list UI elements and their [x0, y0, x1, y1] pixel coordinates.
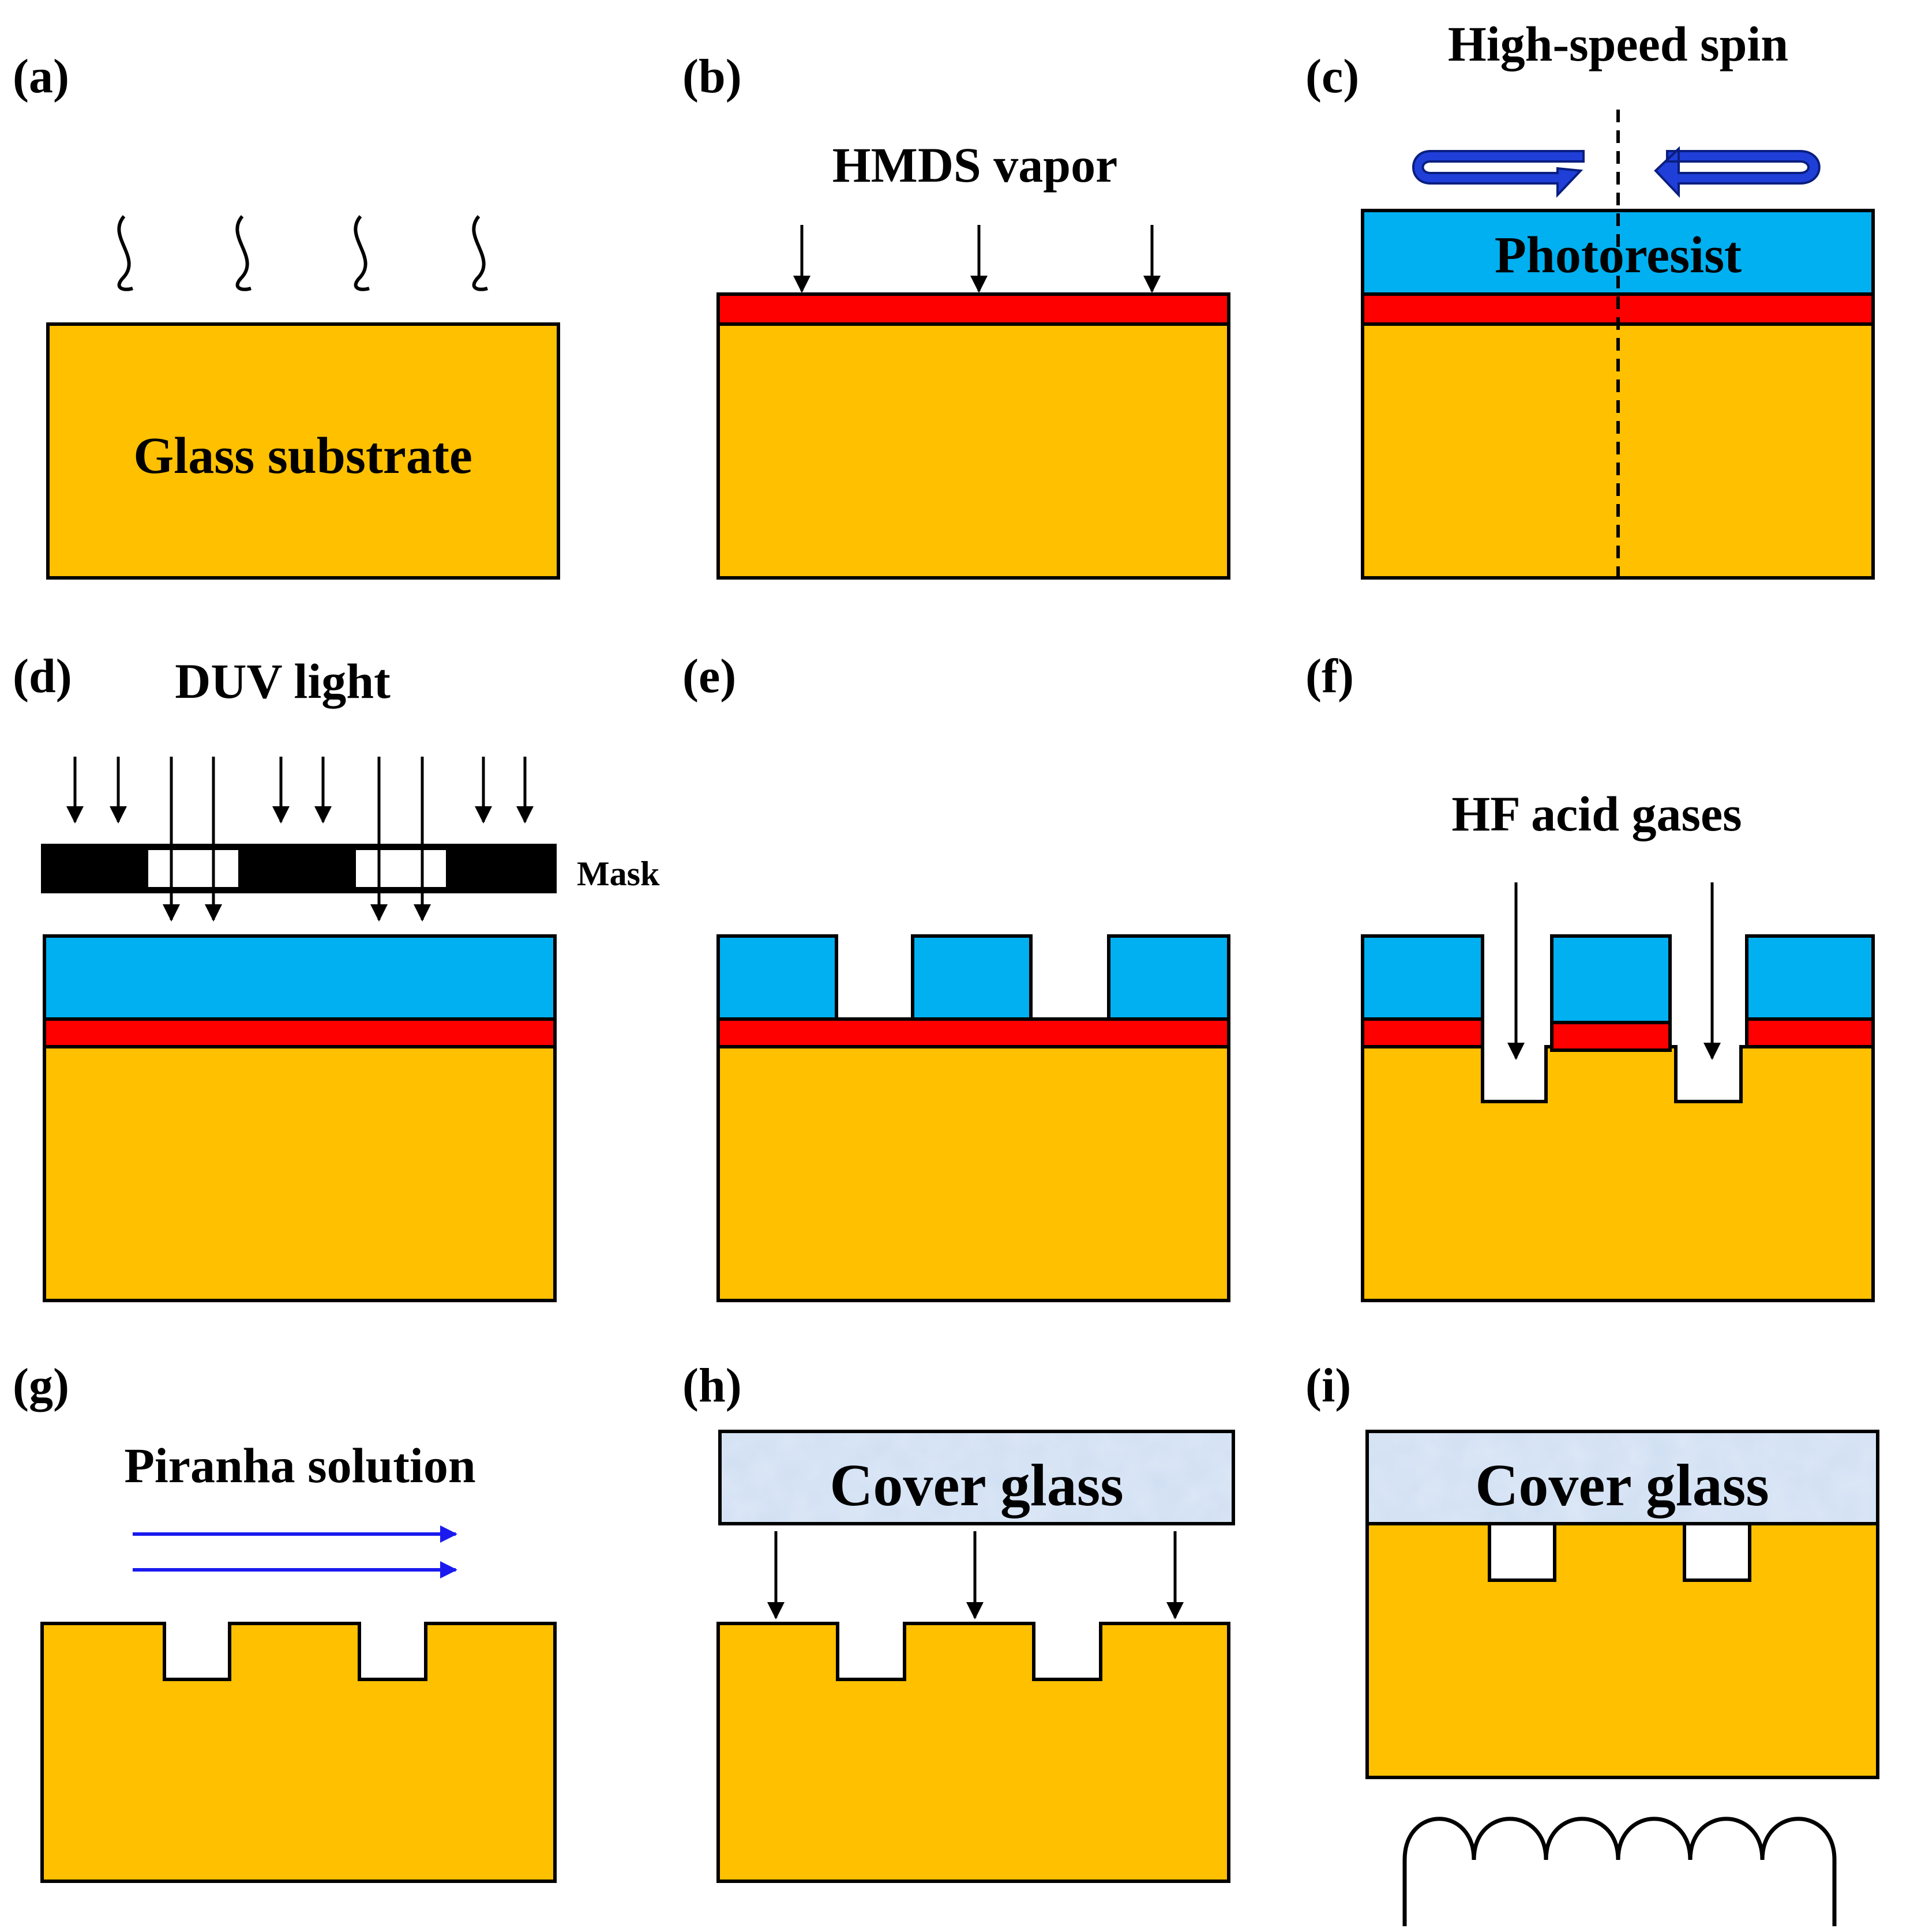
down-arrow-icon [66, 757, 534, 824]
panel-a: (a) Glass substrate [13, 50, 560, 580]
cover-glass [718, 1430, 1235, 1525]
glass-substrate [43, 1045, 557, 1302]
hmds-vapor-caption: HMDS vapor [832, 137, 1118, 193]
down-arrow-icon [163, 757, 431, 922]
glass-substrate [716, 322, 1230, 580]
mask-opening [354, 848, 448, 889]
photoresist-block [1107, 934, 1230, 1021]
photoresist-block [1361, 934, 1484, 1021]
panel-a-letter: (a) [13, 50, 69, 103]
panel-i-letter: (i) [1305, 1359, 1351, 1412]
spin-arrow-icon [1412, 146, 1821, 198]
glass-substrate [716, 1045, 1230, 1302]
glass-substrate-label: Glass substrate [133, 427, 472, 484]
panel-g-letter: (g) [13, 1359, 69, 1412]
down-arrow-icon [793, 225, 1161, 293]
hmds-layer [716, 292, 1230, 326]
panel-d-letter: (d) [13, 649, 72, 703]
heater-coil-icon [1402, 1817, 1837, 1926]
piranha-solution-caption: Piranha solution [124, 1438, 475, 1493]
down-arrow-icon [767, 1531, 1184, 1619]
down-arrow-icon [1507, 882, 1721, 1060]
panel-d: (d) DUV light Mask [13, 649, 660, 1302]
glass-substrate [1361, 1045, 1875, 1302]
cover-glass-label: Cover glass [1475, 1452, 1769, 1518]
high-speed-spin-caption: High-speed spin [1448, 16, 1788, 72]
hmds-layer [716, 1017, 1230, 1048]
photoresist-layer [43, 934, 557, 1021]
panel-f-letter: (f) [1305, 649, 1354, 703]
hmds-layer [43, 1017, 557, 1048]
wavy-heat-line-icon [117, 215, 488, 291]
hf-acid-gases-caption: HF acid gases [1451, 786, 1742, 841]
mask [41, 844, 557, 893]
glass-substrate [1365, 1522, 1879, 1779]
hmds-layer [1745, 1017, 1875, 1048]
panel-c: (c) High-speed spin Photoresist [1305, 16, 1875, 580]
panel-e-letter: (e) [682, 649, 736, 703]
photoresist-block [1550, 934, 1672, 1024]
mask-label: Mask [577, 855, 660, 893]
panel-c-letter: (c) [1305, 50, 1359, 103]
flow-arrow-icon [133, 1525, 457, 1578]
panel-i: (i) Cover glass [1305, 1359, 1879, 1926]
cover-glass-label: Cover glass [830, 1452, 1123, 1518]
panel-b-letter: (b) [682, 50, 742, 103]
glass-substrate [716, 1622, 1230, 1883]
duv-light-caption: DUV light [175, 653, 391, 709]
photoresist-block [911, 934, 1033, 1021]
glass-substrate [40, 1622, 557, 1883]
panel-e: (e) [682, 649, 1230, 1302]
hmds-layer [1550, 1021, 1672, 1052]
panel-f: (f) HF acid gases [1305, 649, 1875, 1302]
hmds-layer [1361, 1017, 1484, 1048]
mask-opening [146, 848, 241, 889]
cover-glass [1365, 1430, 1879, 1525]
photoresist-block [1745, 934, 1875, 1021]
photoresist-block [716, 934, 838, 1021]
panel-h: (h) Cover glass [682, 1359, 1235, 1883]
panel-b: (b) HMDS vapor [682, 50, 1230, 580]
glass-substrate [46, 322, 560, 580]
panel-g: (g) Piranha solution [13, 1359, 557, 1883]
panel-h-letter: (h) [682, 1359, 742, 1412]
